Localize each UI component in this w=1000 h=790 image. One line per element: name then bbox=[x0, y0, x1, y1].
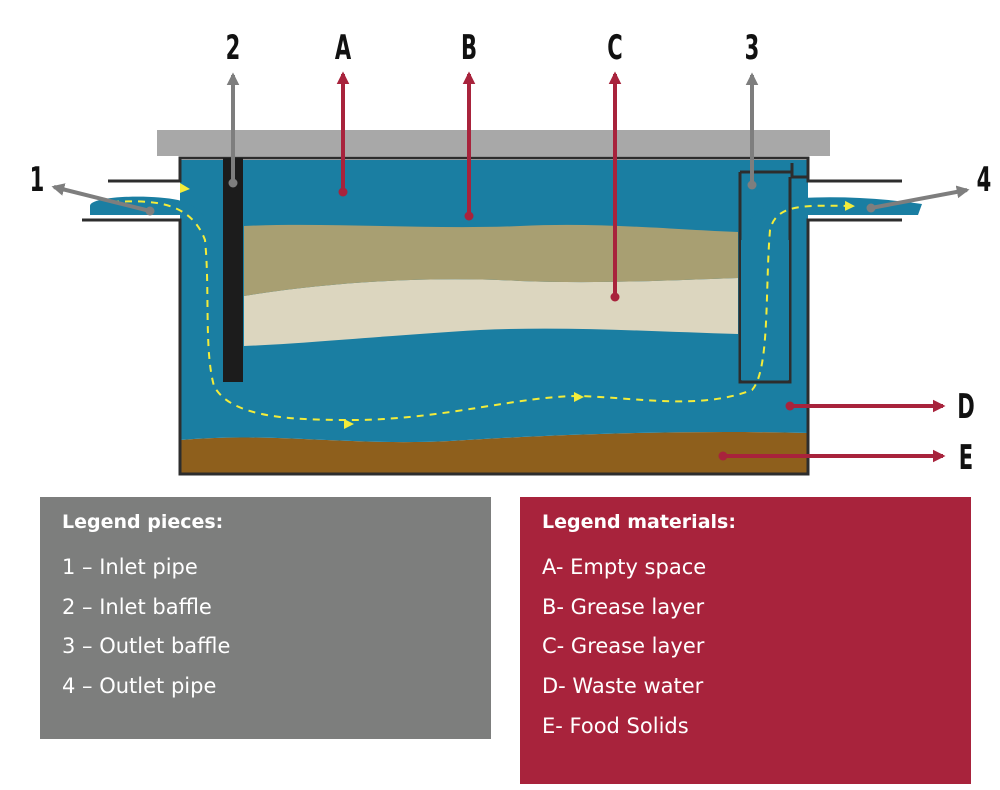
callout-4: 4 bbox=[977, 160, 992, 200]
legend-pieces-item: 3 – Outlet baffle bbox=[62, 634, 231, 659]
flow-arrowhead-left bbox=[180, 183, 190, 193]
legend-materials-item: E- Food Solids bbox=[542, 713, 689, 738]
legend-materials-title: Legend materials: bbox=[542, 511, 736, 533]
water-flow-path bbox=[111, 200, 855, 422]
legend-materials-item: D- Waste water bbox=[542, 674, 704, 699]
legend-pieces-item: 4 – Outlet pipe bbox=[62, 674, 217, 699]
tank-lid bbox=[157, 130, 830, 156]
legend-pieces-title: Legend pieces: bbox=[62, 511, 224, 533]
outlet-baffle bbox=[738, 163, 808, 384]
legend-pieces-item: 2 – Inlet baffle bbox=[62, 594, 212, 619]
tank-outline bbox=[82, 156, 902, 476]
callout-c: C bbox=[607, 28, 622, 68]
food-solids-layer bbox=[180, 431, 808, 474]
legend-materials-item: B- Grease layer bbox=[542, 594, 705, 619]
legend-materials-item: A- Empty space bbox=[542, 555, 707, 579]
inlet-baffle bbox=[223, 158, 243, 382]
callout-1: 1 bbox=[30, 160, 45, 200]
grease-trap-diagram: 1 2 3 4 A B C D E bbox=[30, 28, 992, 478]
callout-3: 3 bbox=[745, 28, 760, 68]
flow-arrowhead-middle bbox=[574, 392, 584, 402]
callout-d: D bbox=[957, 387, 974, 427]
callout-a: A bbox=[335, 28, 351, 68]
legend-pieces-item: 1 – Inlet pipe bbox=[62, 555, 198, 579]
legend-materials-box: Legend materials: A- Empty space B- Grea… bbox=[520, 497, 971, 784]
pointer-arrow-1 bbox=[51, 183, 151, 213]
legend-materials-item: C- Grease layer bbox=[542, 634, 705, 659]
legend-pieces-box: Legend pieces: 1 – Inlet pipe 2 – Inlet … bbox=[40, 497, 491, 739]
callout-e: E bbox=[959, 438, 973, 478]
outlet-baffle-fill bbox=[741, 240, 789, 380]
pointer-arrow-4 bbox=[870, 185, 970, 210]
callout-2: 2 bbox=[226, 28, 241, 68]
outlet-water bbox=[740, 197, 922, 380]
flow-arrowhead-bottom bbox=[344, 419, 354, 429]
callout-b: B bbox=[461, 28, 477, 68]
